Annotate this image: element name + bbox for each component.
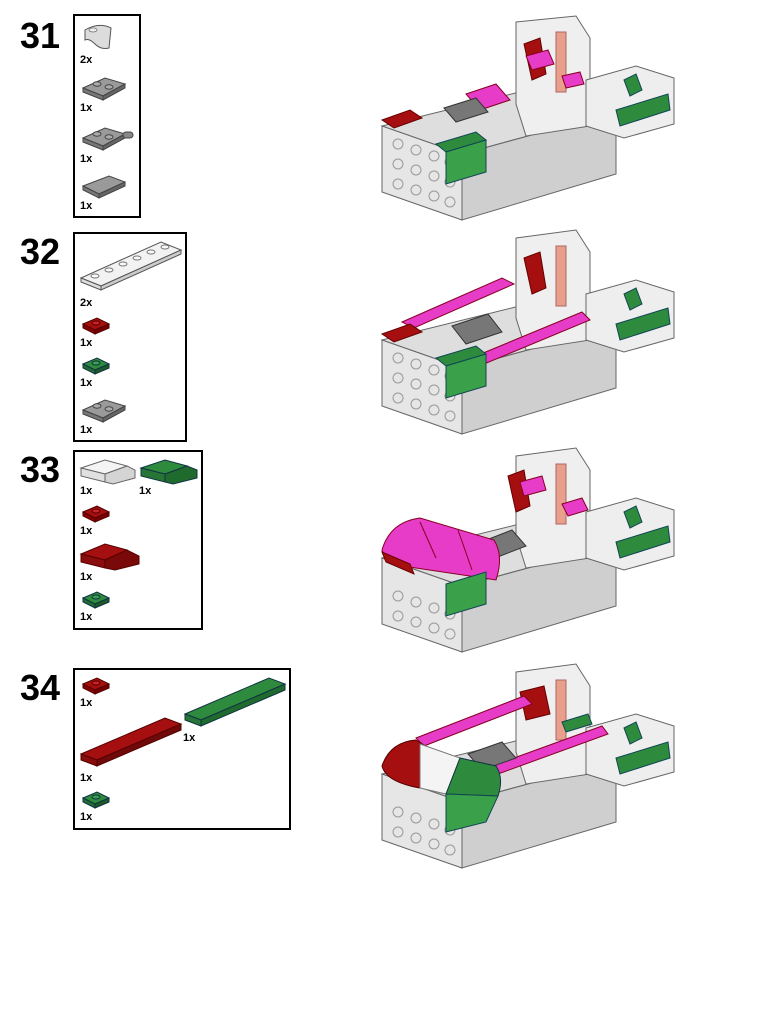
part-qty: 2x: [80, 54, 93, 66]
part-qty: 1x: [80, 485, 93, 497]
step-31: 31 2x 1x 1x 1x: [0, 14, 768, 224]
parts-list-box: 2x 1x 1x 1x: [73, 232, 187, 442]
curved-slope-icon: [79, 459, 136, 485]
tile-long-icon: [79, 717, 183, 767]
step-number: 33: [20, 449, 61, 490]
plate-1x1-icon: [81, 791, 111, 809]
step-32: 32 2x 1x 1x: [0, 229, 768, 444]
part-qty: 1x: [80, 102, 93, 114]
plate-1x1-icon: [81, 591, 111, 609]
part-qty: 1x: [80, 424, 93, 436]
part-qty: 1x: [80, 200, 93, 212]
plate-1x2-icon: [81, 77, 127, 101]
plate-handle-icon: [81, 127, 134, 151]
parts-list-box: 1x 1x 1x 1x: [73, 668, 291, 830]
part-qty: 1x: [80, 337, 93, 349]
model-step-33: [380, 447, 675, 653]
plate-1x1-icon: [81, 357, 111, 375]
curved-slope-icon: [84, 24, 112, 49]
part-qty: 1x: [80, 571, 93, 583]
part-qty: 1x: [80, 377, 93, 389]
parts-list-box: 1x 1x 1x 1x 1x: [73, 450, 203, 630]
part-qty: 1x: [139, 485, 152, 497]
plate-1x1-icon: [81, 317, 111, 335]
plate-1x1-icon: [81, 505, 111, 523]
tile-long-icon: [183, 677, 287, 727]
curved-slope-icon: [79, 543, 140, 571]
part-qty: 1x: [80, 153, 93, 165]
parts-list-box: 2x 1x 1x 1x: [73, 14, 141, 218]
part-qty: 1x: [80, 811, 93, 823]
model-step-32: [380, 229, 675, 435]
step-34: 34 1x 1x 1x 1x: [0, 663, 768, 869]
part-qty: 1x: [80, 772, 93, 784]
tile-icon: [81, 175, 127, 199]
plate-1x2-icon: [81, 399, 127, 423]
part-qty: 1x: [80, 611, 93, 623]
part-qty: 2x: [80, 297, 93, 309]
step-number: 34: [20, 667, 61, 708]
plate-1x1-icon: [81, 677, 111, 695]
step-number: 31: [20, 15, 61, 56]
part-qty: 1x: [80, 697, 93, 709]
curved-slope-icon: [139, 459, 198, 485]
model-step-34: [380, 663, 675, 869]
step-number: 32: [20, 231, 61, 272]
part-qty: 1x: [183, 732, 196, 744]
model-step-31: [380, 15, 675, 221]
part-qty: 1x: [80, 525, 93, 537]
plate-1x6-icon: [79, 241, 183, 291]
step-33: 33 1x 1x 1x 1x: [0, 447, 768, 653]
